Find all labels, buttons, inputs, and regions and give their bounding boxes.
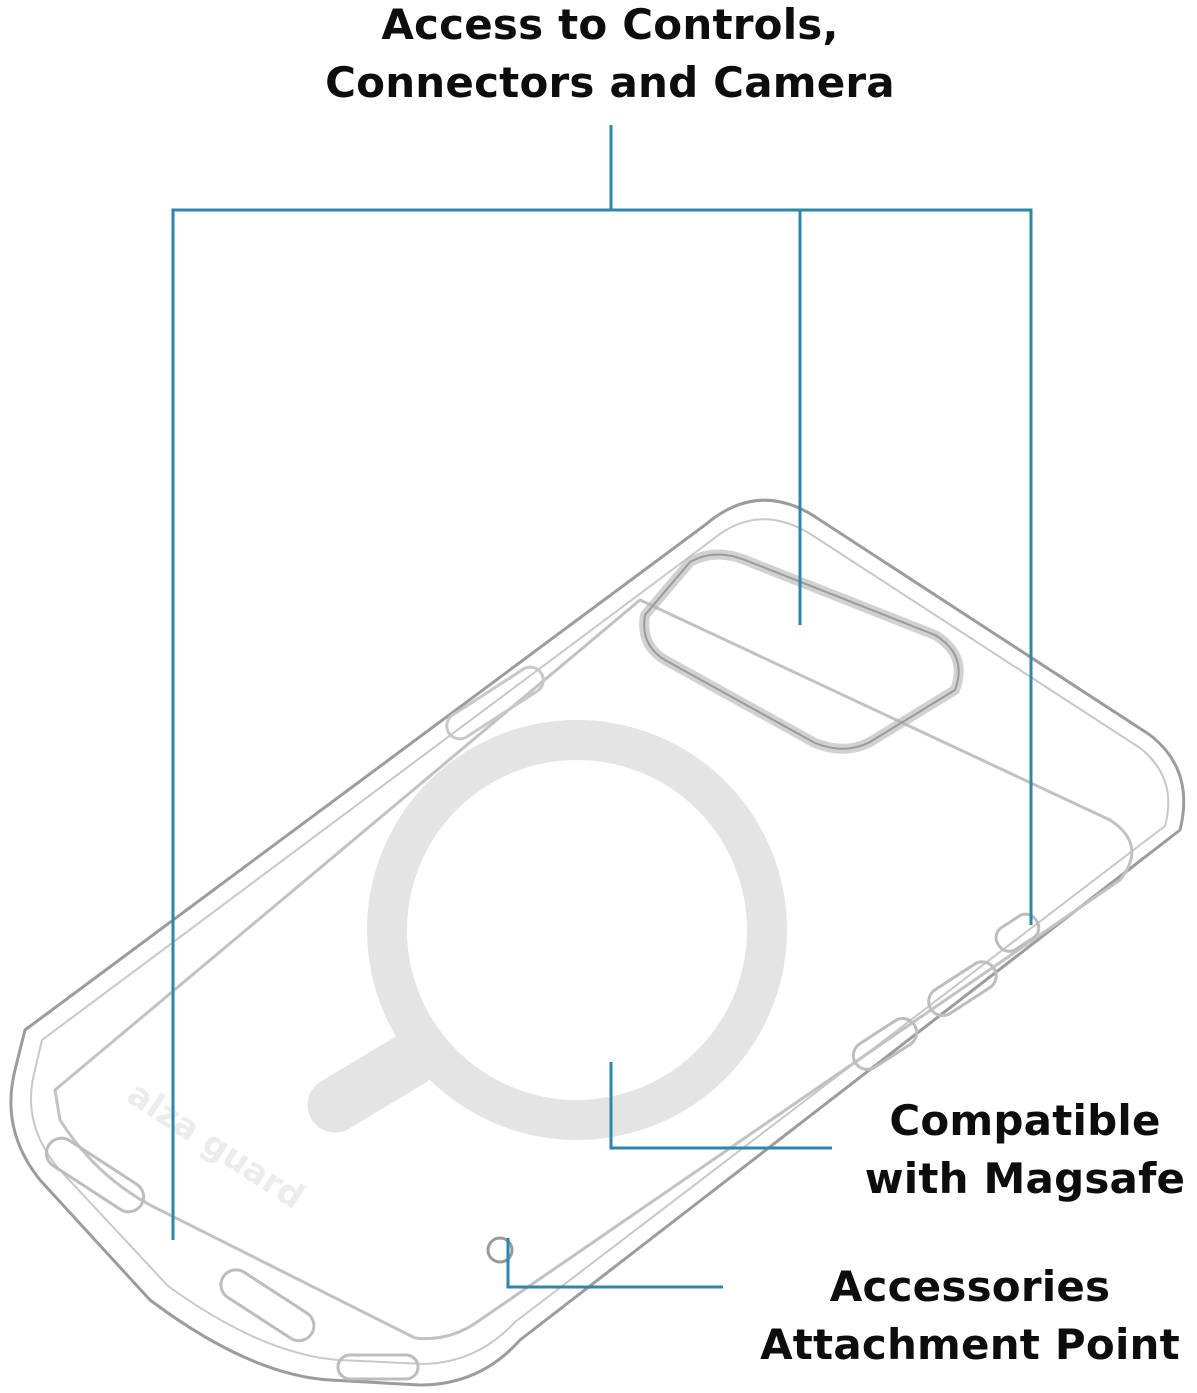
button-cutout-3 <box>994 912 1041 953</box>
callout-magsafe-line <box>609 1062 832 1150</box>
label-attachment-point: Accessories Attachment Point <box>745 1258 1195 1374</box>
label-controls-connectors-camera: Access to Controls, Connectors and Camer… <box>230 0 990 112</box>
label-controls-line1: Access to Controls, <box>381 0 839 49</box>
attachment-hole <box>486 1236 514 1264</box>
phone-case <box>9 498 1186 1387</box>
case-outer-edge <box>9 498 1186 1387</box>
label-attachment-line1: Accessories <box>829 1262 1111 1311</box>
brand-mark: alza guard <box>120 1074 311 1217</box>
button-cutout-2 <box>927 960 998 1018</box>
magsafe-ring <box>367 720 787 1140</box>
button-cutout-1 <box>851 1017 919 1071</box>
label-attachment-line2: Attachment Point <box>760 1320 1180 1369</box>
bottom-cutout-2 <box>219 1268 316 1343</box>
left-button-1 <box>445 665 545 741</box>
bottom-cutout-3 <box>336 1353 420 1381</box>
label-controls-line2: Connectors and Camera <box>325 58 895 107</box>
label-magsafe-line1: Compatible <box>889 1096 1161 1145</box>
callout-controls-bracket <box>171 208 1033 1240</box>
magsafe-alignment-bar <box>307 1032 438 1133</box>
callout-attachment-line <box>506 1238 723 1289</box>
label-magsafe-line2: with Magsafe <box>864 1154 1186 1203</box>
label-magsafe: Compatible with Magsafe <box>850 1092 1197 1208</box>
callout-lines <box>171 125 1033 1289</box>
case-inner-edge <box>53 598 1134 1341</box>
bottom-cutout-1 <box>44 1136 146 1214</box>
